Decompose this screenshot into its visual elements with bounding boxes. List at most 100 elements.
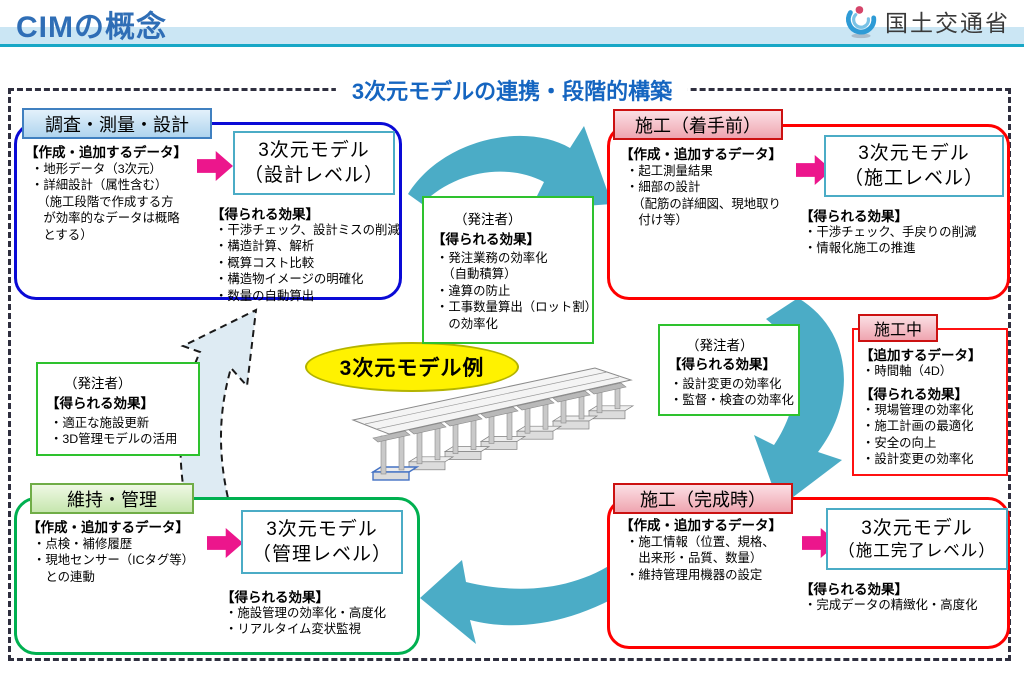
bridge-model-illustration: [351, 367, 635, 481]
list-item: が効率的なデータは概略: [31, 211, 180, 226]
list-item: 付け等）: [626, 213, 688, 228]
list-item: ・3D管理モデルの活用: [50, 432, 178, 447]
model-level: （施工レベル）: [843, 168, 984, 189]
list-item: ・工事数量算出（ロット割）: [436, 300, 598, 315]
effect-list: ・干渉チェック、手戻りの削減 ・情報化施工の推進: [804, 224, 976, 257]
orderer-title: （発注者）: [454, 212, 522, 227]
header-band: [0, 27, 1024, 44]
list-item: ・点検・補修履歴: [33, 537, 133, 551]
effect-heading: 【得られる効果】: [221, 590, 329, 605]
curved-arrow-design-to-construction-icon: [408, 126, 612, 210]
list-item: ・維持管理用機器の設定: [626, 567, 763, 582]
mlit-logo-icon: [846, 6, 877, 39]
list-item: ・詳細設計（属性含む）: [31, 178, 168, 193]
list-item: 出来形・品質、数量）: [626, 551, 763, 566]
list-item: ・情報化施工の推進: [804, 241, 916, 256]
model-level: （施工完了レベル）: [838, 541, 996, 560]
tab-construction-pre: 施工（着手前）: [613, 109, 783, 140]
data-heading: 【作成・追加するデータ】: [620, 147, 782, 162]
data-heading: 【作成・追加するデータ】: [27, 520, 189, 535]
orderer-effect-box-design: （発注者） 【得られる効果】 ・発注業務の効率化 （自動積算） ・違算の防止 ・…: [422, 196, 597, 344]
orderer-title: （発注者）: [686, 338, 754, 353]
list-item: ・概算コスト比較: [215, 255, 315, 270]
model-title: 3次元モデル: [858, 142, 970, 164]
stage-construction-during-box: 【追加するデータ】 ・時間軸（4D） 【得られる効果】 ・現場管理の効率化 ・施…: [852, 328, 1008, 476]
stage-maintenance-box: 【作成・追加するデータ】 ・点検・補修履歴 ・現地センサー（ICタグ等） との連…: [14, 497, 420, 655]
effect-list: ・発注業務の効率化 （自動積算） ・違算の防止 ・工事数量算出（ロット割） の効…: [436, 250, 597, 332]
model-box-complete-level: 3次元モデル （施工完了レベル）: [826, 508, 1008, 570]
effect-heading: 【得られる効果】: [211, 207, 319, 222]
list-item: ・干渉チェック、設計ミスの削減: [215, 223, 400, 237]
list-item: との連動: [33, 569, 95, 584]
list-item: ・干渉チェック、手戻りの削減: [804, 225, 977, 239]
orderer-title: （発注者）: [64, 376, 132, 391]
list-item: ・施工計画の最適化: [862, 419, 974, 434]
list-item: とする）: [31, 227, 93, 242]
model-box-management-level: 3次元モデル （管理レベル）: [241, 510, 403, 574]
effect-list: ・適正な施設更新 ・3D管理モデルの活用: [50, 415, 177, 448]
list-item: ・設計変更の効率化: [862, 452, 974, 467]
curved-arrow-complete-to-maintenance-icon: [420, 560, 636, 644]
effect-heading: 【得られる効果】: [668, 357, 776, 372]
data-heading: 【追加するデータ】: [860, 348, 982, 363]
list-item: ・適正な施設更新: [50, 416, 150, 430]
list-item: ・細部の設計: [626, 180, 701, 195]
model-level: （管理レベル）: [251, 544, 392, 565]
effect-heading: 【得られる効果】: [46, 396, 154, 411]
tab-maintenance: 維持・管理: [30, 483, 194, 514]
effect-list: ・現場管理の効率化 ・施工計画の最適化 ・安全の向上 ・設計変更の効率化: [862, 402, 974, 468]
data-list: ・地形データ（3次元） ・詳細設計（属性含む） （施工段階で作成する方 が効率的…: [31, 161, 180, 243]
header-accent-line: [0, 44, 1024, 47]
list-item: ・現地センサー（ICタグ等）: [33, 553, 195, 568]
bridge-bents: [370, 382, 635, 481]
list-item: （自動積算）: [436, 267, 517, 282]
list-item: ・起工測量結果: [626, 164, 713, 178]
list-item: ・安全の向上: [862, 435, 937, 450]
list-item: ・地形データ（3次元）: [31, 162, 162, 176]
list-item: ・施設管理の効率化・高度化: [225, 606, 387, 620]
model-title: 3次元モデル: [861, 517, 973, 539]
list-item: の効率化: [436, 316, 498, 331]
effect-list: ・施設管理の効率化・高度化 ・リアルタイム変状監視: [225, 605, 386, 638]
tab-construction-during: 施工中: [858, 314, 938, 342]
model-box-design-level: 3次元モデル （設計レベル）: [233, 131, 395, 195]
data-list: ・起工測量結果 ・細部の設計 （配筋の詳細図、現地取り 付け等）: [626, 163, 781, 229]
effect-heading: 【得られる効果】: [860, 387, 968, 402]
agency-name: 国土交通省: [885, 10, 1010, 36]
list-item: ・構造物イメージの明確化: [215, 272, 364, 287]
diagram-title: 3次元モデルの連携・段階的構築: [335, 74, 689, 106]
data-list: ・施工情報（位置、規格、 出来形・品質、数量） ・維持管理用機器の設定: [626, 534, 775, 583]
tab-construction-complete: 施工（完成時）: [613, 483, 793, 514]
effect-list: ・設計変更の効率化 ・監督・検査の効率化: [670, 376, 794, 409]
list-item: ・監督・検査の効率化: [670, 393, 794, 408]
list-item: ・違算の防止: [436, 283, 511, 298]
model-box-construction-level: 3次元モデル （施工レベル）: [824, 135, 1004, 197]
page-title: CIMの概念: [16, 11, 167, 44]
stage-construction-pre-box: 【作成・追加するデータ】 ・起工測量結果 ・細部の設計 （配筋の詳細図、現地取り…: [607, 124, 1010, 300]
data-heading: 【作成・追加するデータ】: [25, 145, 187, 160]
list-item: ・リアルタイム変状監視: [225, 622, 361, 637]
orderer-effect-box-maintenance: （発注者） 【得られる効果】 ・適正な施設更新 ・3D管理モデルの活用: [36, 362, 200, 456]
model-level: （設計レベル）: [243, 165, 384, 186]
tab-survey-design: 調査・測量・設計: [22, 108, 212, 139]
effect-heading: 【得られる効果】: [800, 582, 908, 597]
data-heading: 【作成・追加するデータ】: [620, 518, 782, 533]
orderer-effect-box-construction: （発注者） 【得られる効果】 ・設計変更の効率化 ・監督・検査の効率化: [658, 324, 800, 416]
effect-heading: 【得られる効果】: [432, 232, 540, 247]
model-title: 3次元モデル: [258, 139, 370, 161]
pink-arrow-icon: [207, 528, 243, 558]
list-item: ・構造計算、解析: [215, 239, 315, 254]
list-item: （配筋の詳細図、現地取り: [626, 196, 781, 211]
effect-list: ・完成データの精緻化・高度化: [804, 597, 977, 613]
list-item: ・数量の自動算出: [215, 288, 315, 303]
stage-design-box: 【作成・追加するデータ】 ・地形データ（3次元） ・詳細設計（属性含む） （施工…: [14, 122, 402, 303]
effect-list: ・干渉チェック、設計ミスの削減 ・構造計算、解析 ・概算コスト比較 ・構造物イメ…: [215, 222, 400, 304]
list-item: ・現場管理の効率化: [862, 403, 974, 417]
stage-construction-complete-box: 【作成・追加するデータ】 ・施工情報（位置、規格、 出来形・品質、数量） ・維持…: [607, 497, 1010, 649]
model-title: 3次元モデル: [266, 518, 378, 540]
list-item: ・完成データの精緻化・高度化: [804, 598, 978, 612]
list-item: （施工段階で作成する方: [31, 194, 174, 209]
list-item: ・施工情報（位置、規格、: [626, 535, 775, 549]
list-item: ・時間軸（4D）: [862, 364, 953, 378]
